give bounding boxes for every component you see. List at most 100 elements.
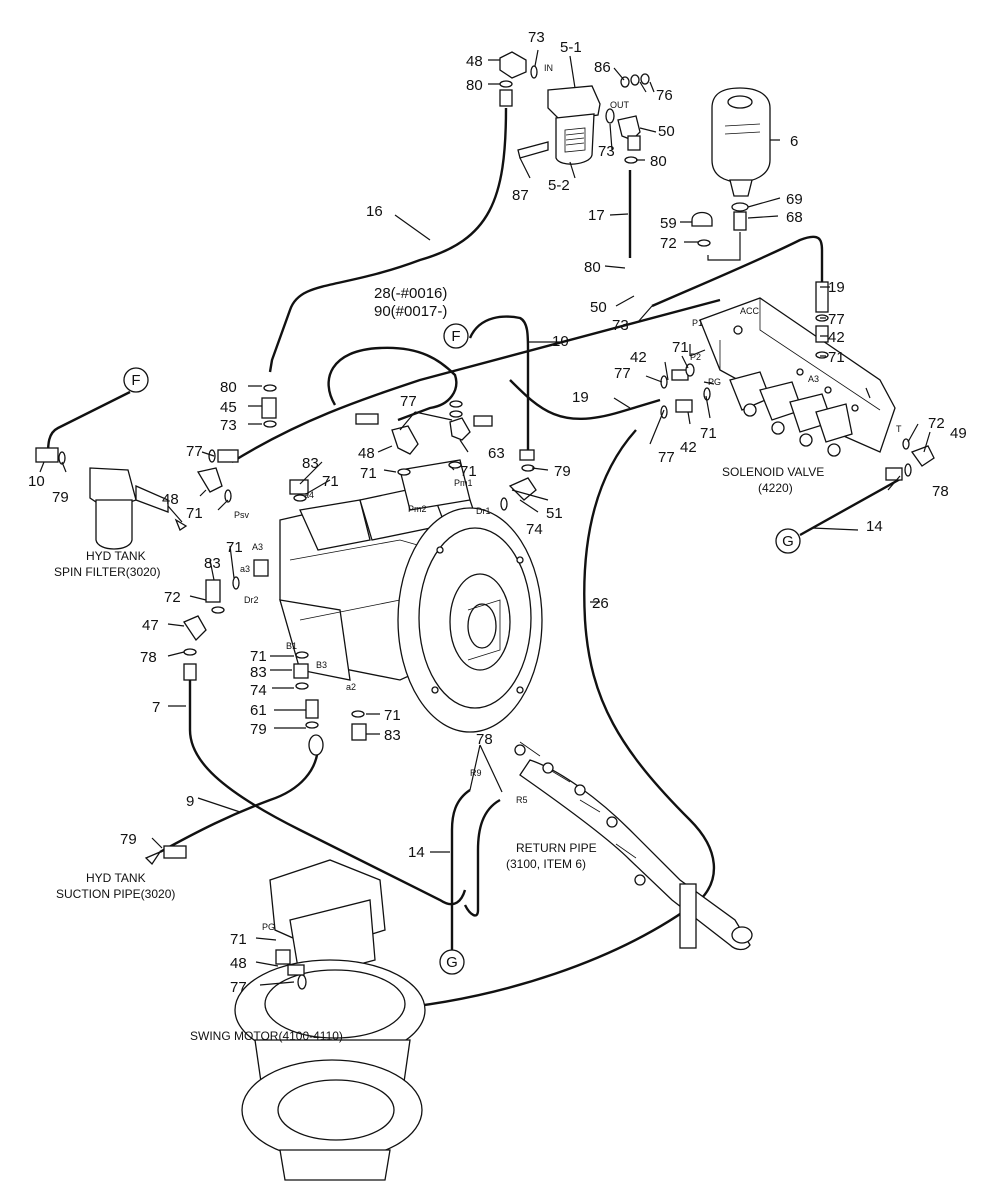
return-pipe <box>514 741 753 951</box>
port-label: R5 <box>516 795 528 805</box>
port-label: A3 <box>252 542 263 552</box>
part-callout: 78 <box>140 649 157 666</box>
swing-motor <box>234 859 426 1181</box>
part-callout: 73 <box>528 29 545 46</box>
port-label: ACC <box>740 306 760 316</box>
component-label-spin-2: SPIN FILTER(3020) <box>54 565 160 579</box>
part-callout: 78 <box>476 731 493 748</box>
port-label: Dr2 <box>244 595 259 605</box>
port-label: P1 <box>692 318 703 328</box>
part-callout: 79 <box>250 721 267 738</box>
part-callout: 77 <box>614 365 631 382</box>
part-callout: 72 <box>660 235 677 252</box>
part-callout: 26 <box>592 595 609 612</box>
port-label: R9 <box>470 768 482 778</box>
port-label: B1 <box>286 641 297 651</box>
part-callout: 71 <box>250 648 267 665</box>
part-callout: 87 <box>512 187 529 204</box>
hose-19-lower <box>509 379 661 421</box>
port-label: Dr1 <box>476 506 491 516</box>
part-callout: 5-1 <box>560 39 582 56</box>
part-callout: 77 <box>400 393 417 410</box>
component-label-return-2: (3100, ITEM 6) <box>506 857 586 871</box>
connector-circle-f-mid <box>443 323 469 349</box>
part-callout: 48 <box>162 491 179 508</box>
part-callout: 80 <box>584 259 601 276</box>
part-callout: 9 <box>186 793 194 810</box>
part-callout: 61 <box>250 702 267 719</box>
component-label-suction-1: HYD TANK <box>86 871 146 885</box>
port-label: Pm1 <box>454 478 473 488</box>
connectors <box>123 323 801 975</box>
connector-circle-g-bottom <box>439 949 465 975</box>
connector-letter: G <box>782 533 794 550</box>
part-callout: 14 <box>408 844 425 861</box>
part-callout: 71 <box>186 505 203 522</box>
hose-19-upper <box>651 235 824 308</box>
part-callout: 5-2 <box>548 177 570 194</box>
component-label-spin-1: HYD TANK <box>86 549 146 563</box>
hose-9 <box>159 744 320 854</box>
part-callout: 71 <box>360 465 377 482</box>
solenoid-fittings <box>660 281 935 481</box>
part-callout: 48 <box>466 53 483 70</box>
part-callout: 19 <box>572 389 589 406</box>
part-callout: 72 <box>928 415 945 432</box>
component-label-swing: SWING MOTOR(4100-4110) <box>190 1029 343 1043</box>
part-callout: 71 <box>828 349 845 366</box>
part-callout: 42 <box>680 439 697 456</box>
part-callout: 72 <box>164 589 181 606</box>
part-callout: 77 <box>828 311 845 328</box>
port-label: Pm2 <box>408 504 427 514</box>
part-callout: 83 <box>204 555 221 572</box>
connector-letter: F <box>451 328 460 345</box>
part-callout: 6 <box>790 133 798 150</box>
line-filter-5 <box>499 51 650 165</box>
part-callout: 17 <box>588 207 605 224</box>
hose-10-left <box>46 390 131 456</box>
part-callout: 69 <box>786 191 803 208</box>
hose-14-lower-b <box>463 798 501 917</box>
hose-16 <box>268 107 508 373</box>
part-callout: 71 <box>700 425 717 442</box>
part-callout: 90(#0017-) <box>374 303 447 320</box>
port-label: T <box>896 424 902 434</box>
part-callout: 10 <box>552 333 569 350</box>
component-label-solenoid-2: (4220) <box>758 481 793 495</box>
part-callout: 83 <box>384 727 401 744</box>
hose-14-right <box>799 476 903 537</box>
part-callout: 42 <box>630 349 647 366</box>
port-label: IN <box>544 63 553 73</box>
part-callout: 76 <box>656 87 673 104</box>
part-callout: 74 <box>250 682 267 699</box>
hose-28-90 <box>327 346 458 422</box>
connector-letter: F <box>131 372 140 389</box>
part-callout: 73 <box>598 143 615 160</box>
part-callout: 73 <box>220 417 237 434</box>
port-label: A3 <box>808 374 819 384</box>
component-label-suction-2: SUCTION PIPE(3020) <box>56 887 175 901</box>
part-callout: 83 <box>250 664 267 681</box>
suction-arrow <box>144 845 187 866</box>
part-callout: 71 <box>226 539 243 556</box>
main-pump <box>279 459 543 733</box>
part-callout: 68 <box>786 209 803 226</box>
part-callout: 86 <box>594 59 611 76</box>
accumulator-6 <box>691 87 771 261</box>
part-callout: 48 <box>358 445 375 462</box>
hose-7 <box>188 680 467 906</box>
hose-14-lower <box>450 789 471 955</box>
port-label: P2 <box>690 352 701 362</box>
part-callout: 71 <box>230 931 247 948</box>
leaders <box>39 49 931 986</box>
part-callout: 83 <box>302 455 319 472</box>
connector-letter: G <box>446 954 458 971</box>
port-label: PG <box>708 377 721 387</box>
part-callout: 42 <box>828 329 845 346</box>
part-callout: 19 <box>828 279 845 296</box>
part-callout: 79 <box>52 489 69 506</box>
part-callout: 71 <box>460 463 477 480</box>
part-callout: 50 <box>590 299 607 316</box>
